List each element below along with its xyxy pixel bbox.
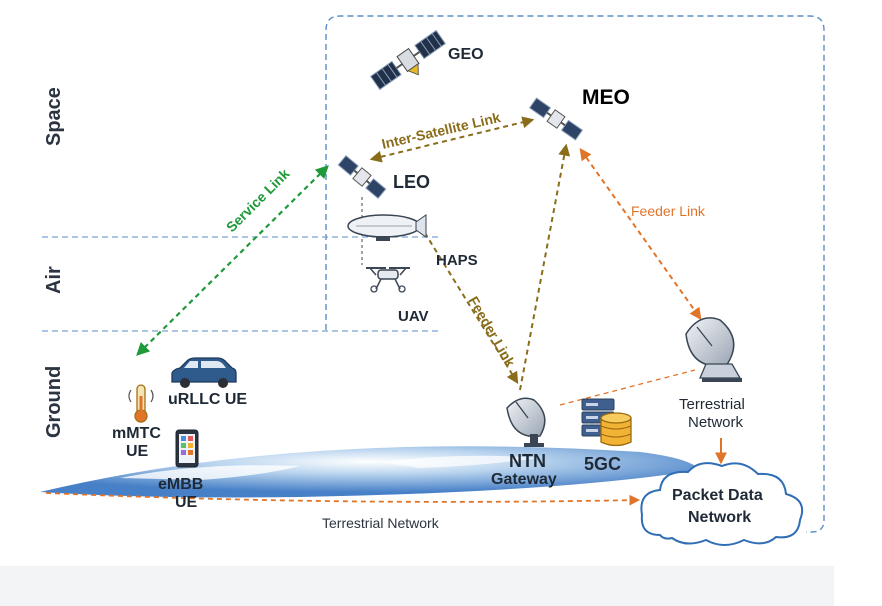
ntn-gateway-label-line2: Gateway xyxy=(491,471,557,488)
packet-data-network-cloud xyxy=(640,462,804,546)
terrestrial-network-label-line1: Terrestrial xyxy=(679,396,745,413)
inter-satellite-link-label: Inter-Satellite Link xyxy=(380,109,502,152)
space-air-region-border xyxy=(325,15,825,533)
layer-label-air: Air xyxy=(43,266,65,294)
feeder-link-meo-arrow xyxy=(579,148,702,320)
meo-gateway-link xyxy=(519,143,571,391)
feeder-link-meo-label: Feeder Link xyxy=(631,203,706,219)
5gc-label: 5GC xyxy=(584,454,621,474)
uav-label: UAV xyxy=(398,308,429,325)
haps-airship-icon xyxy=(347,214,427,241)
mmtc-ue-label-line1: mMTC xyxy=(112,425,161,442)
ntn-gateway-dish-icon xyxy=(506,397,546,447)
terrestrial-network-label-line2: Network xyxy=(688,414,744,431)
urllc-ue-label: uRLLC UE xyxy=(168,391,247,408)
earth-horizon xyxy=(40,446,700,498)
embb-ue-label-line2: UE xyxy=(175,494,198,511)
leo-satellite-icon xyxy=(337,154,387,200)
packet-data-network-label-line2: Network xyxy=(688,509,751,526)
mmtc-ue-label-line2: UE xyxy=(126,443,149,460)
meo-label: MEO xyxy=(582,86,630,109)
leo-label: LEO xyxy=(393,172,430,192)
haps-label: HAPS xyxy=(436,252,478,269)
mmtc-thermometer-icon xyxy=(128,384,154,423)
geo-label: GEO xyxy=(448,46,484,63)
embb-ue-label-line1: eMBB xyxy=(158,476,203,493)
service-link-arrow xyxy=(136,165,329,356)
feeder-link-leo-arrow xyxy=(419,224,519,385)
inter-satellite-link-arrow xyxy=(369,116,535,163)
terrestrial-network-arrow xyxy=(45,492,641,506)
embb-smartphone-icon xyxy=(175,429,199,468)
5gc-server-icon xyxy=(581,398,615,437)
layer-label-space: Space xyxy=(43,87,65,146)
meo-label-backdrop xyxy=(576,82,636,124)
uav-drone-icon xyxy=(366,267,410,293)
packet-data-network-label-line1: Packet Data xyxy=(672,487,763,504)
service-link-label: Service Link xyxy=(223,165,293,235)
urllc-car-icon xyxy=(171,357,237,388)
5gc-database-icon xyxy=(600,412,632,447)
meo-satellite-icon xyxy=(528,97,584,141)
feeder-link-leo-label: Feeder Link xyxy=(465,294,518,370)
gateway-terrestrial-link xyxy=(559,369,696,406)
footer-strip xyxy=(0,566,834,606)
ntn-gateway-label-line1: NTN xyxy=(509,451,546,471)
geo-satellite-icon xyxy=(369,29,447,91)
terrestrial-network-label: Terrestrial Network xyxy=(322,515,440,531)
layer-label-ground: Ground xyxy=(43,366,65,438)
terrestrial-network-dish-icon xyxy=(685,317,742,382)
